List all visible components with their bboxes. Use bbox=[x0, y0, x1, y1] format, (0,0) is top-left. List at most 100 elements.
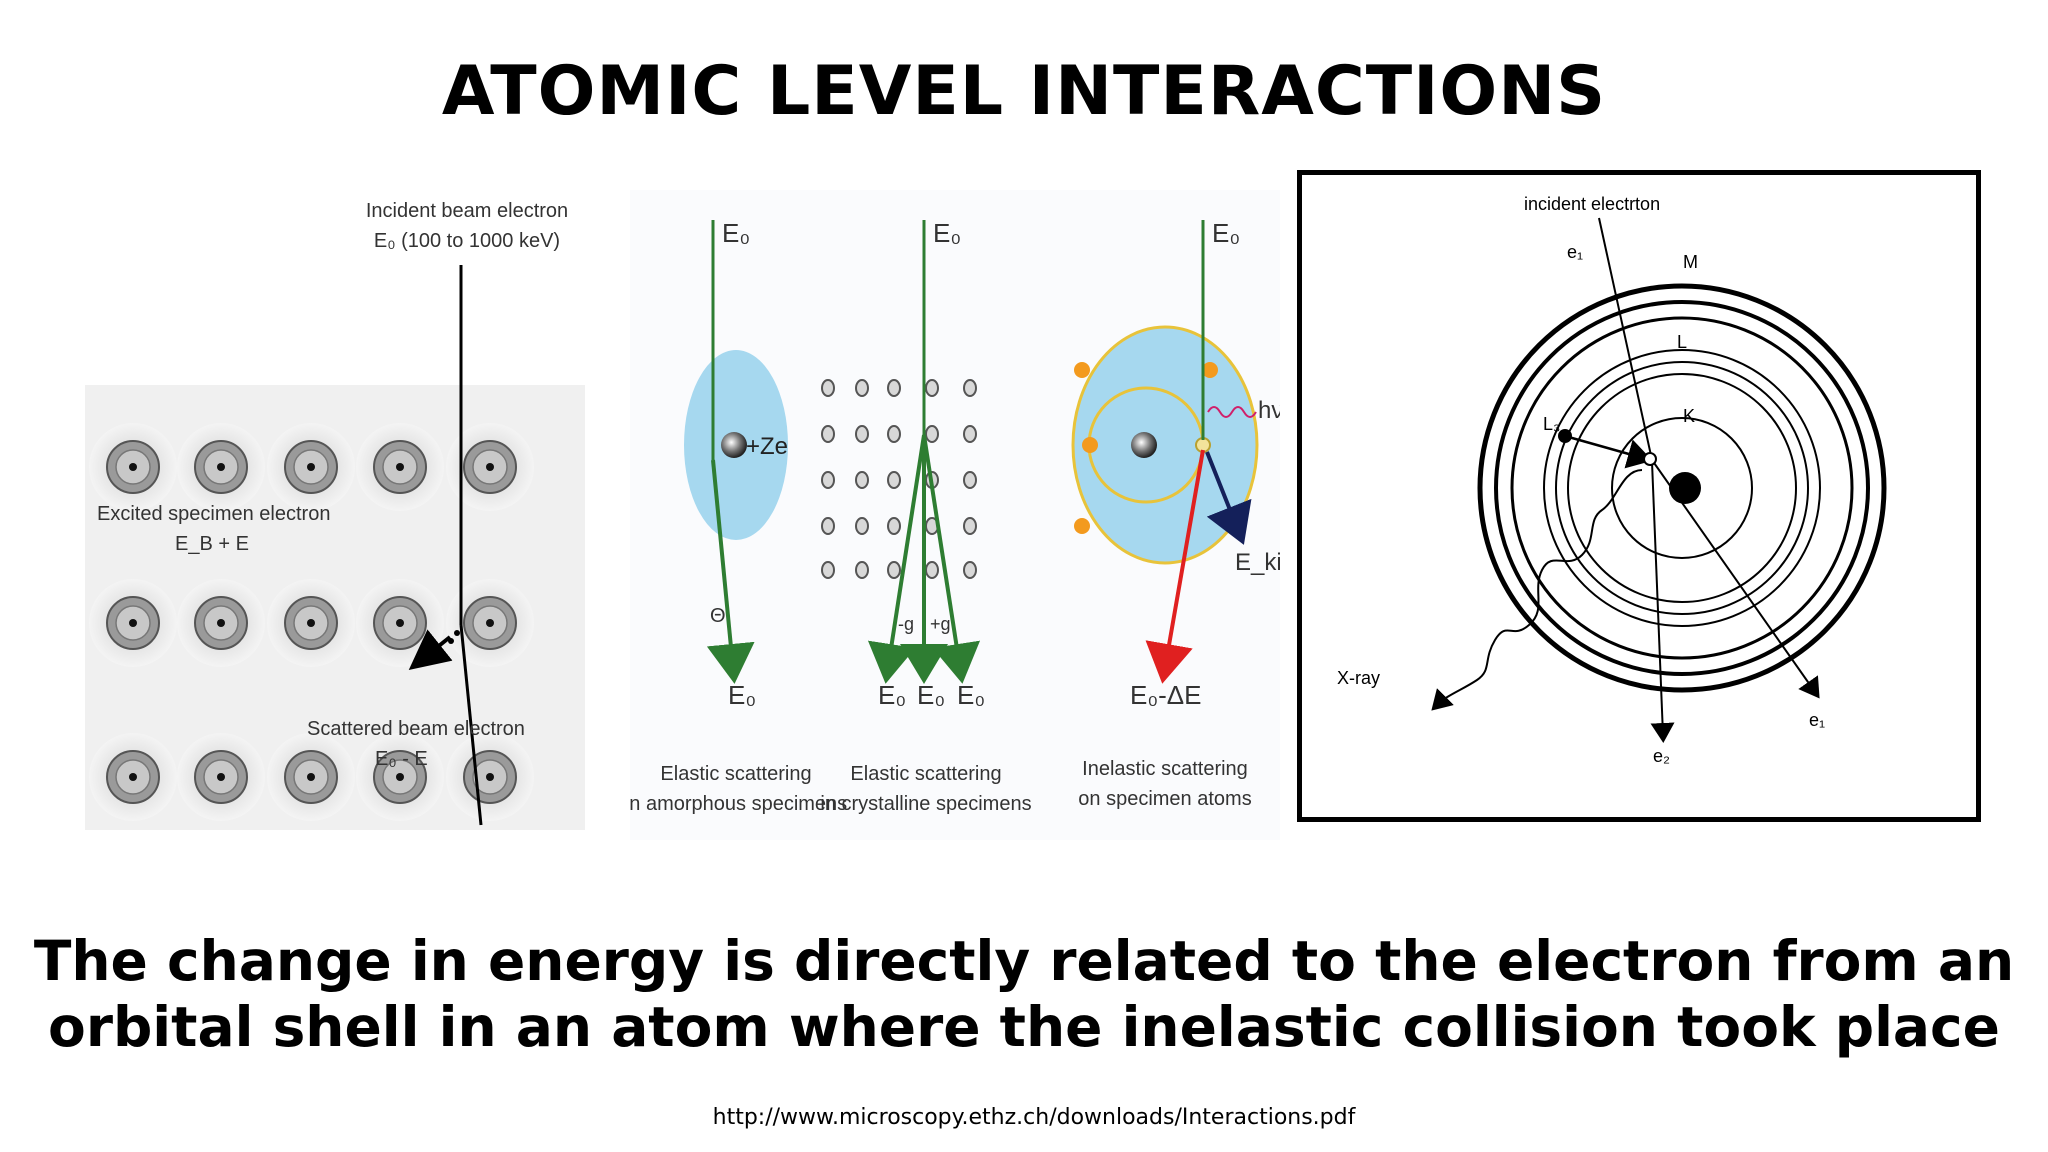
amorphous-caption: Elastic scattering bbox=[660, 763, 811, 785]
caption-line: The change in energy is directly related… bbox=[33, 929, 2015, 993]
k-shell-label: K bbox=[1683, 406, 1695, 426]
exit-energy-label: E₀ bbox=[878, 680, 906, 710]
lattice-atom bbox=[855, 561, 869, 579]
incident-beam-label: Incident beam electron bbox=[366, 200, 568, 222]
crystalline-caption: in crystalline specimens bbox=[820, 793, 1031, 815]
photon-label: hν bbox=[1258, 397, 1280, 424]
plus-g-label: +g bbox=[930, 614, 951, 634]
lattice-atom bbox=[486, 773, 494, 781]
l-shell bbox=[1567, 373, 1797, 603]
photon-wave bbox=[1207, 406, 1257, 418]
excited-electron-energy-label: E_B + E bbox=[175, 533, 249, 555]
incident-electron-path bbox=[1598, 217, 1653, 461]
lattice-atom bbox=[855, 471, 869, 489]
incident-energy-label: E₀ bbox=[722, 218, 750, 248]
nucleus bbox=[1131, 432, 1157, 458]
ejected-electron-arrow bbox=[1205, 451, 1252, 545]
incident-beam-energy-label: E₀ (100 to 1000 keV) bbox=[374, 230, 560, 252]
lattice-atom bbox=[887, 517, 901, 535]
slide-caption: The change in energy is directly related… bbox=[20, 928, 2028, 1060]
lattice-atom bbox=[129, 463, 137, 471]
lattice-atom bbox=[855, 425, 869, 443]
lattice-atom bbox=[307, 619, 315, 627]
energy-loss-beam-arrow bbox=[1145, 449, 1205, 684]
lattice-atom bbox=[821, 517, 835, 535]
lattice-atom bbox=[129, 773, 137, 781]
scattering-types-diagram: +Ze E₀ Θ E₀ Elastic scattering in amorph… bbox=[630, 190, 1280, 840]
l-shell-label: L bbox=[1677, 332, 1687, 352]
ejected-electron-arrow bbox=[1650, 461, 1675, 743]
lattice-atom bbox=[963, 561, 977, 579]
minus-g-label: -g bbox=[898, 614, 914, 634]
collision-point bbox=[448, 638, 454, 644]
orbital-electron bbox=[1074, 362, 1090, 378]
source-url: http://www.microscopy.ethz.ch/downloads/… bbox=[712, 1105, 1356, 1130]
nucleus bbox=[1669, 472, 1701, 504]
theta-label: Θ bbox=[710, 605, 726, 627]
nucleus-charge-label: +Ze bbox=[746, 433, 788, 460]
lattice-atom bbox=[486, 463, 494, 471]
lattice-atom bbox=[217, 619, 225, 627]
excited-electron-arrow bbox=[408, 629, 453, 670]
xray-label: X-ray bbox=[1337, 668, 1380, 688]
scattered-electron-arrow bbox=[1651, 459, 1820, 699]
lattice-scattering-diagram: Incident beam electron E₀ (100 to 1000 k… bbox=[85, 200, 585, 830]
lattice-atom bbox=[217, 773, 225, 781]
lattice-atom bbox=[963, 471, 977, 489]
exit-energy-label: E₀ bbox=[728, 680, 756, 710]
diffracted-beam-arrow bbox=[867, 434, 926, 684]
kinetic-energy-label: E_kin bbox=[1235, 549, 1280, 576]
lattice-atom bbox=[821, 561, 835, 579]
lattice-atom bbox=[821, 379, 835, 397]
m-shell bbox=[1494, 300, 1870, 676]
transition-arrow bbox=[1564, 434, 1653, 469]
lattice-atom bbox=[925, 561, 939, 579]
lattice-atom bbox=[307, 773, 315, 781]
lattice-atom bbox=[887, 561, 901, 579]
exit-energy-label: E₀ bbox=[957, 680, 985, 710]
m-shell-label: M bbox=[1683, 252, 1698, 272]
lattice-atom bbox=[129, 619, 137, 627]
incident-energy-label: E₀ bbox=[933, 218, 961, 248]
atom-lattice bbox=[89, 423, 534, 821]
lattice-atom bbox=[925, 379, 939, 397]
scattered-electron-energy-label: E₀ - E bbox=[375, 748, 428, 770]
scattered-beam-arrow bbox=[706, 459, 755, 684]
inelastic-caption: on specimen atoms bbox=[1078, 788, 1251, 810]
excited-electron-label: Excited specimen electron bbox=[97, 503, 330, 525]
xray-wave bbox=[1431, 469, 1643, 711]
lattice-atom bbox=[963, 425, 977, 443]
ejected-electron-site bbox=[1195, 437, 1211, 453]
e1-exit-label: e₁ bbox=[1809, 710, 1825, 730]
crystal-lattice bbox=[821, 379, 977, 579]
lattice-atom bbox=[887, 379, 901, 397]
l3-label: L₃ bbox=[1543, 414, 1560, 434]
e1-label: e₁ bbox=[1567, 242, 1583, 262]
diffracted-beam-arrow bbox=[922, 434, 981, 684]
lattice-atom bbox=[217, 463, 225, 471]
l-shell bbox=[1555, 361, 1809, 615]
scattered-electron-label: Scattered beam electron bbox=[307, 718, 525, 740]
m-shell bbox=[1510, 316, 1854, 660]
k-shell bbox=[1611, 417, 1753, 559]
lattice-atom bbox=[486, 619, 494, 627]
m-shell bbox=[1477, 283, 1887, 693]
inner-shell-ionization-diagram: incident electrton e₁ M L K L₃ X-ray e₂ … bbox=[1297, 170, 1981, 822]
lattice-atom bbox=[855, 517, 869, 535]
l-shell bbox=[1543, 349, 1821, 627]
incident-electron-label: incident electrton bbox=[1524, 194, 1660, 214]
exit-energy-label: E₀ bbox=[917, 680, 945, 710]
lattice-atom bbox=[925, 425, 939, 443]
amorphous-caption: in amorphous specimens bbox=[630, 793, 847, 815]
lattice-atom bbox=[887, 425, 901, 443]
lattice-atom bbox=[396, 463, 404, 471]
lattice-atom bbox=[821, 471, 835, 489]
lattice-atom bbox=[396, 773, 404, 781]
orbital-electron bbox=[1082, 437, 1098, 453]
lattice-atom bbox=[963, 379, 977, 397]
diagram-frame bbox=[1297, 170, 1981, 822]
nucleus bbox=[721, 432, 747, 458]
caption-line: orbital shell in an atom where the inela… bbox=[48, 995, 2000, 1059]
energy-loss-label: E₀-ΔE bbox=[1130, 680, 1202, 710]
atom-cloud bbox=[1071, 325, 1259, 565]
